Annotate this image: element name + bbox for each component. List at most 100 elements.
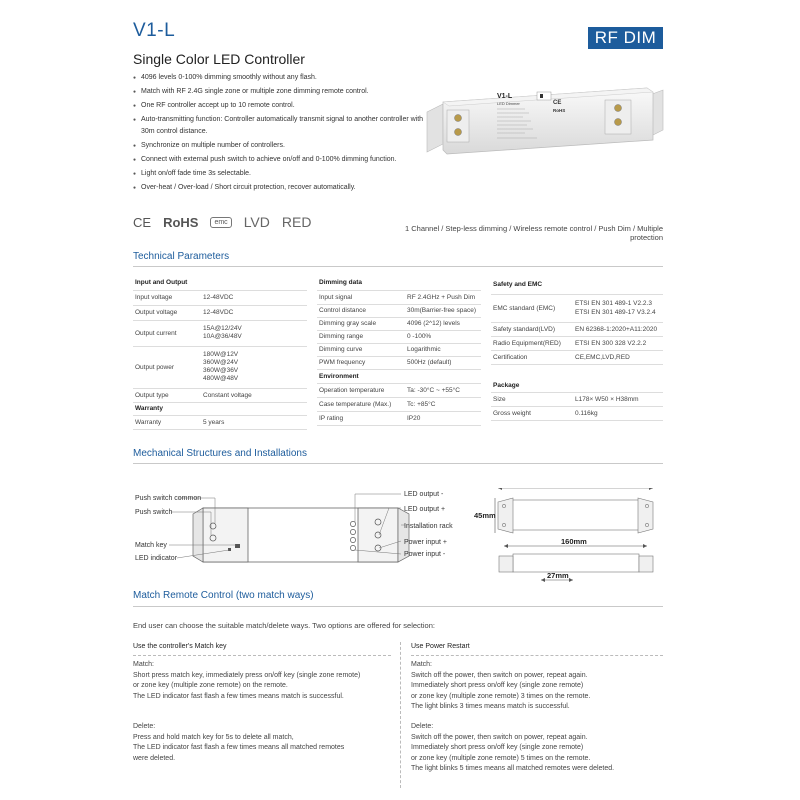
feature-item: Connect with external push switch to ach… [133,154,433,166]
feature-item: Over-heat / Over-load / Short circuit pr… [133,182,433,194]
spec-value: 15A@12/24V 10A@36/48V [201,320,307,347]
method-divider [411,655,663,656]
spec-value: 5 years [201,415,307,430]
spec-label: Output voltage [133,305,201,321]
mechanical-diagram: Push switch common Push switch Match key… [135,488,654,582]
feature-item: One RF controller accept up to 10 remote… [133,100,433,112]
spec-value: 500Hz (default) [405,356,481,370]
right-method-heading: Use Power Restart [411,643,470,650]
spec-label: Operation temperature [317,383,405,398]
dimming-heading: Dimming data [317,276,481,291]
spec-label: EMC standard (EMC) [491,294,573,323]
spec-label: Output current [133,320,201,347]
left-delete-text: Delete: Press and hold match key for 5s … [133,723,345,762]
product-subtitle: Single Color LED Controller [133,51,305,67]
warranty-heading: Warranty [133,402,307,416]
product-label-ce: CE [553,100,561,106]
dim-height: 45mm [474,511,496,520]
column-divider [400,642,401,788]
dim-depth: 27mm [547,571,569,580]
rf-dim-badge: RF DIM [588,27,663,49]
label-power-input-plus: Power input + [404,539,447,546]
spec-label: Case temperature (Max.) [317,397,405,412]
spec-label: Dimming curve [317,343,405,357]
package-heading: Package [491,364,663,393]
spec-label: Input signal [317,290,405,305]
left-match-text: Match: Short press match key, immediatel… [133,661,361,700]
spec-label: Certification [491,350,573,365]
label-push-switch-common: Push switch common [135,495,201,502]
section-divider [133,463,663,464]
product-label-model: V1-L [497,93,513,100]
spec-value: 0.116kg [573,406,663,421]
spec-label: Radio Equipment(RED) [491,336,573,351]
match-intro: End user can choose the suitable match/d… [133,621,435,630]
lvd-mark: LVD [243,214,270,230]
spec-value: ETSI EN 301 489-1 V2.2.3 ETSI EN 301 489… [573,294,663,323]
spec-value: Logarithmic [405,343,481,357]
feature-tagline: 1 Channel / Step-less dimming / Wireless… [404,224,663,242]
feature-item: 4096 levels 0-100% dimming smoothly with… [133,72,433,84]
spec-label: Output type [133,388,201,403]
spec-label: PWM frequency [317,356,405,370]
section-divider [133,606,663,607]
right-match-text: Match: Switch off the power, then switch… [411,661,591,710]
spec-label: Dimming range [317,330,405,344]
spec-value: Ta: -30°C ~ +55°C [405,383,481,398]
safety-table: Safety and EMC EMC standard (EMC)ETSI EN… [491,276,663,421]
label-power-input-minus: Power input - [404,551,446,558]
label-installation-rack: Installation rack [404,523,453,530]
spec-value: ETSI EN 300 328 V2.2.2 [573,336,663,351]
spec-value: 12-48VDC [201,290,307,306]
spec-value: 12-48VDC [201,305,307,321]
environment-heading: Environment [317,369,481,384]
spec-value: 4096 (2^12) levels [405,317,481,331]
label-led-indicator: LED indicator [135,555,178,562]
method-divider [133,655,391,656]
spec-label: IP rating [317,411,405,426]
feature-item: Light on/off fade time 3s selectable. [133,168,433,180]
spec-label: Size [491,392,573,407]
mechanical-section-title: Mechanical Structures and Installations [133,448,307,459]
safety-heading: Safety and EMC [491,276,663,295]
ce-mark: CE [133,214,152,230]
feature-item: Synchronize on multiple number of contro… [133,140,433,152]
spec-value: L178× W50 × H38mm [573,392,663,407]
technical-section-title: Technical Parameters [133,251,230,262]
spec-label: Control distance [317,304,405,318]
red-mark: RED [281,214,312,230]
spec-value: 180W@12V 360W@24V 360W@36V 480W@48V [201,346,307,389]
feature-list: 4096 levels 0-100% dimming smoothly with… [133,72,433,196]
certification-logos: CE RoHS emc LVD RED [133,214,311,230]
spec-label: Gross weight [491,406,573,421]
spec-value: EN 62368-1:2020+A11:2020 [573,322,663,337]
right-delete-text: Delete: Switch off the power, then switc… [411,723,615,772]
spec-value: CE,EMC,LVD,RED [573,350,663,365]
dim-inner: 160mm [561,537,587,546]
spec-value: Constant voltage [201,388,307,403]
product-label-name: LED Dimmer [497,101,521,106]
spec-value: 0 -100% [405,330,481,344]
spec-label: Output power [133,346,201,389]
label-push-switch: Push switch [135,509,172,516]
spec-value: IP20 [405,411,481,426]
product-photo: V1-L LED Dimmer CE RoHS [426,87,664,155]
section-divider [133,266,663,267]
feature-item: Match with RF 2.4G single zone or multip… [133,86,433,98]
spec-label: Warranty [133,415,201,430]
rohs-mark: RoHS [163,214,199,230]
left-method-heading: Use the controller's Match key [133,643,227,650]
spec-value: Tc: +85°C [405,397,481,412]
match-section-title: Match Remote Control (two match ways) [133,590,314,601]
spec-label: Dimming gray scale [317,317,405,331]
label-match-key: Match key [135,542,167,549]
feature-item: Auto-transmitting function: Controller a… [133,114,433,138]
spec-value: 30m(Barrier-free space) [405,304,481,318]
model-title: V1-L [133,20,176,41]
spec-label: Safety standard(LVD) [491,322,573,337]
spec-label: Input voltage [133,290,201,306]
label-led-output-plus: LED output + [404,506,445,513]
product-label-rohs: RoHS [553,108,565,113]
